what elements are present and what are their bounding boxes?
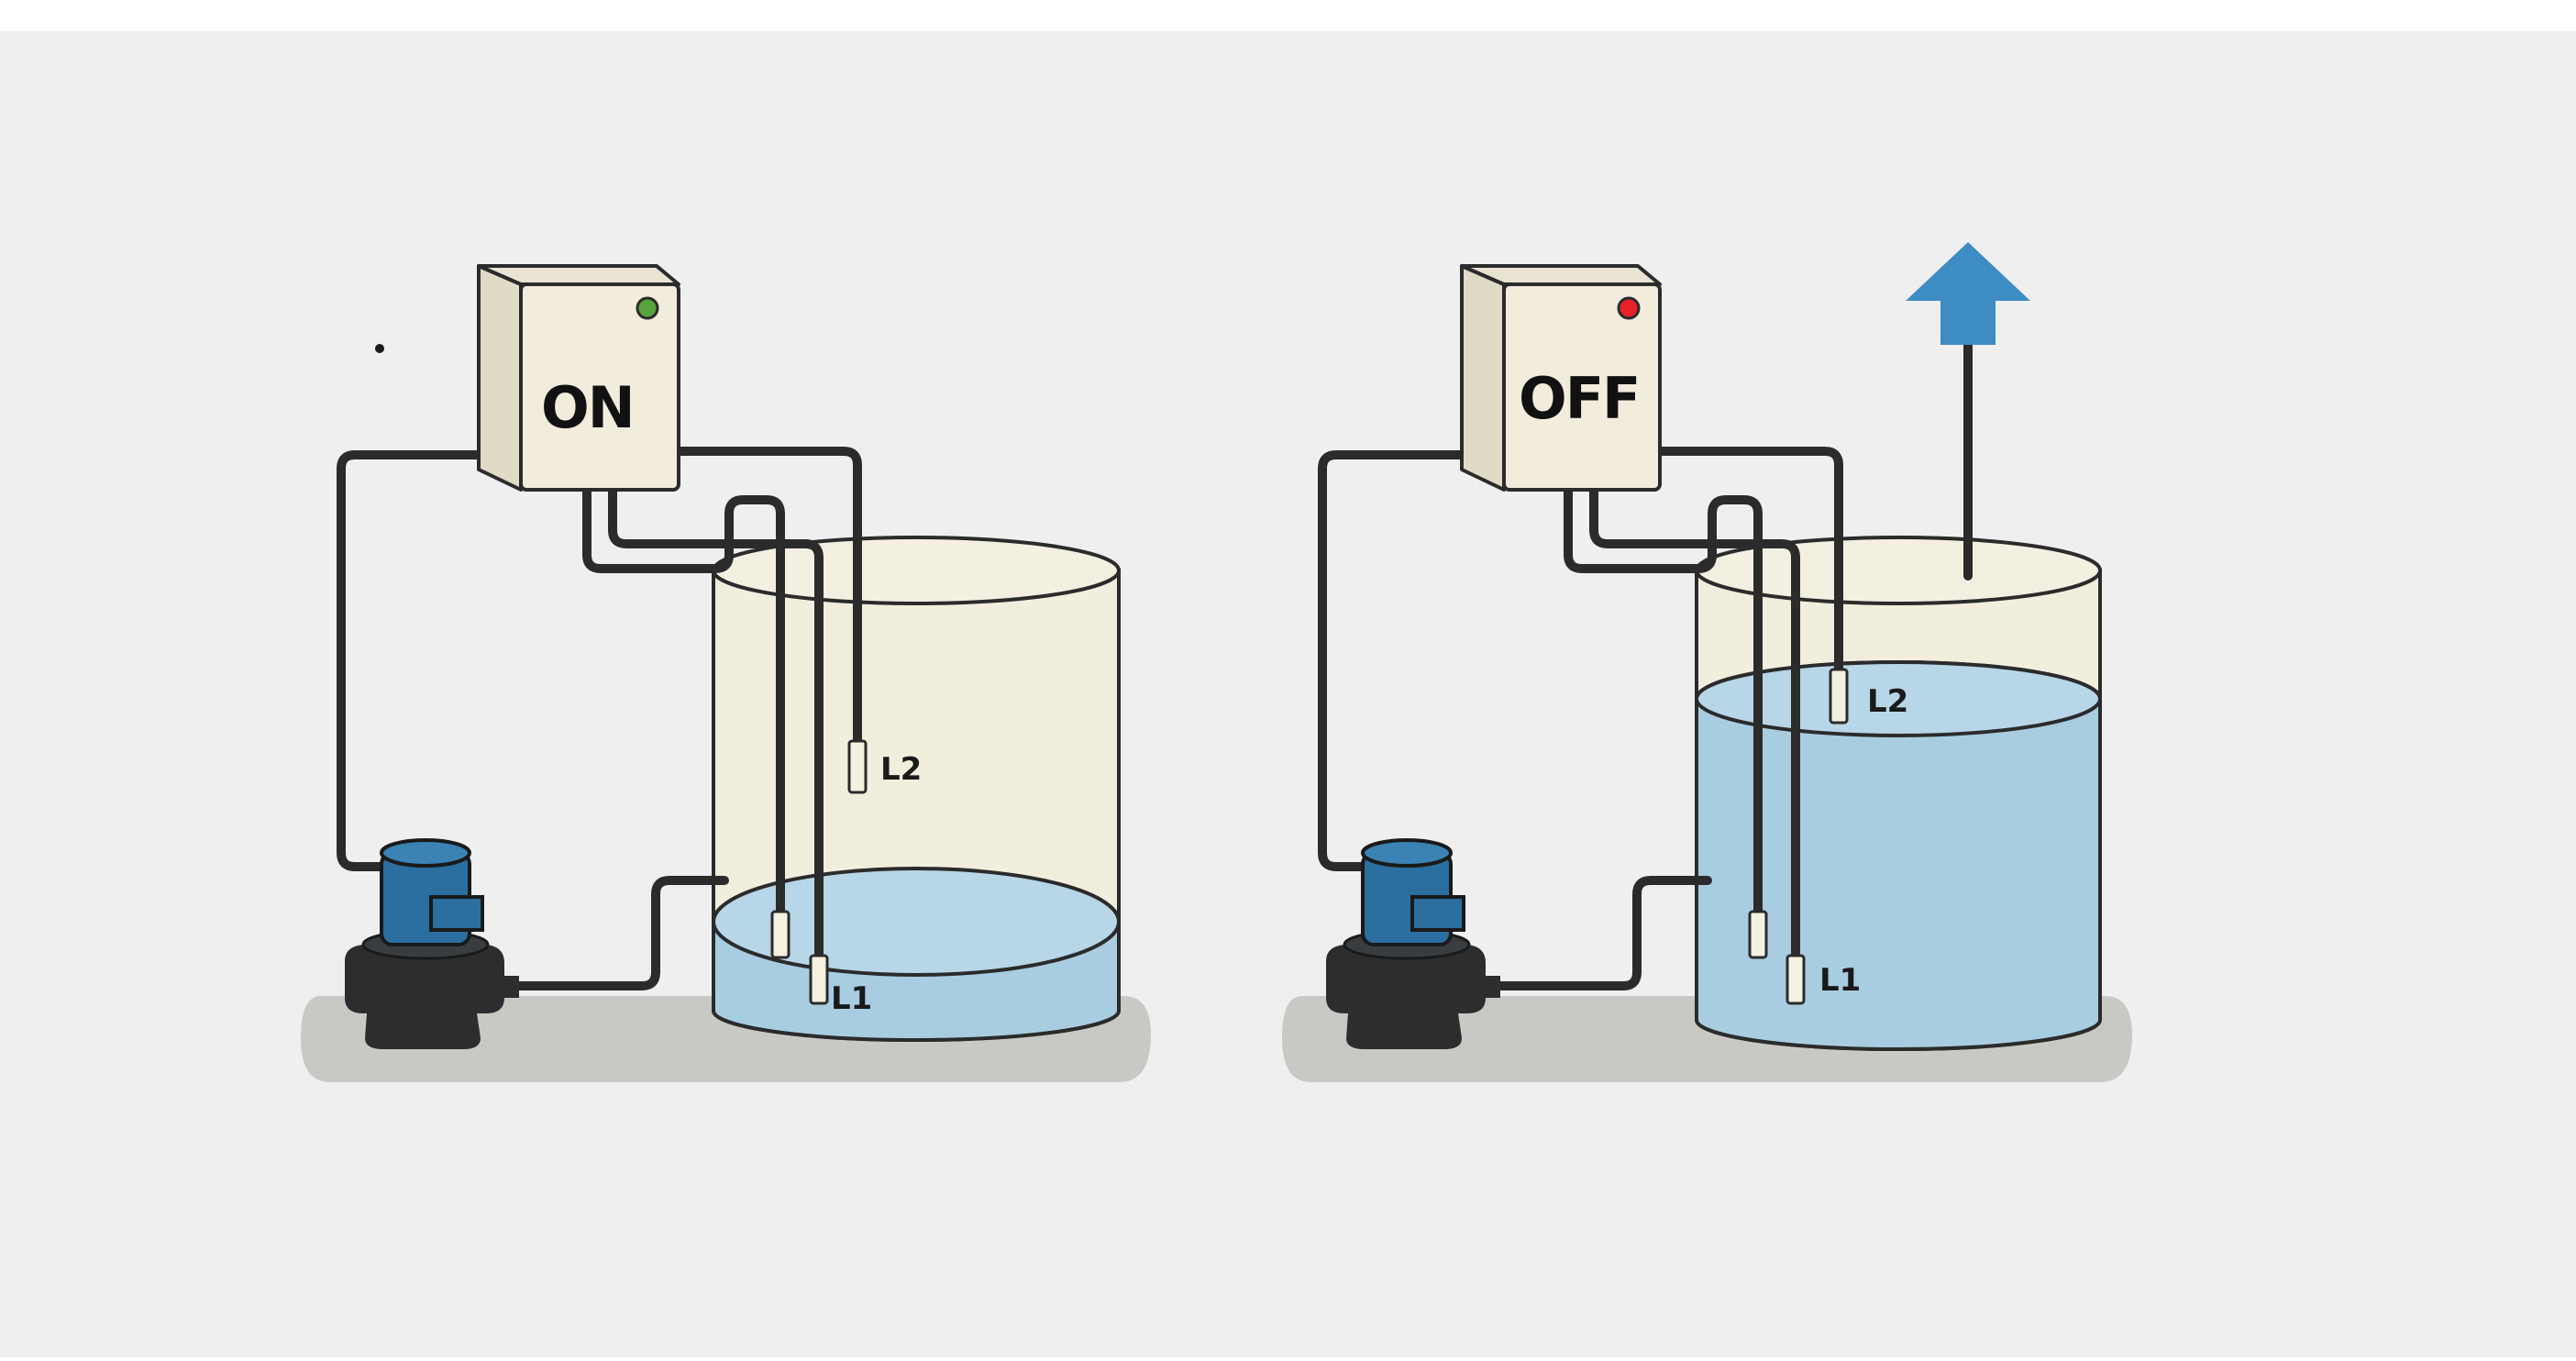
tank [712, 536, 1121, 1042]
cable-pump-outlet [1490, 876, 1712, 990]
arrow-head [1906, 242, 2030, 345]
pump-terminal-box [429, 895, 484, 932]
indicator-light [1617, 296, 1641, 320]
probe-bottom-label: L1 [1819, 962, 1861, 999]
stray-dot [375, 344, 384, 353]
controller-top [1460, 264, 1662, 286]
pump [345, 838, 519, 1049]
pump-outlet [503, 976, 519, 998]
controller-top [477, 264, 680, 286]
pump-motor-top [1361, 838, 1453, 868]
background-panel [0, 31, 2576, 1357]
pump-foot [365, 1013, 481, 1049]
pump-foot [1346, 1013, 1462, 1049]
pump-base [1326, 945, 1486, 1013]
controller-side [1460, 264, 1506, 492]
probe-l1 [1786, 954, 1806, 1005]
controller-front [1502, 282, 1662, 492]
cable-probe-l1 [608, 487, 824, 966]
probe-top-label: L2 [1867, 683, 1908, 720]
probe-l1b [1748, 910, 1768, 959]
cable-pump-outlet [509, 876, 729, 990]
indicator-light [636, 296, 659, 320]
cable-probe-l1b [582, 487, 785, 922]
cable-probe-l2 [1655, 447, 1843, 679]
cable-controller-to-pump [337, 450, 491, 871]
cable-probe-l1b [1564, 487, 1763, 922]
probe-l1b [770, 910, 790, 959]
pump-base [345, 945, 504, 1013]
panel-on: L2 L1 ON [301, 264, 1151, 1082]
pump-motor-top [380, 838, 471, 868]
probe-l1 [809, 954, 829, 1005]
panel-off: L2 L1 OFF [1282, 242, 2132, 1082]
up-arrow-icon [1906, 242, 2030, 581]
pump-terminal-box [1410, 895, 1465, 932]
cable-probe-l1 [1589, 487, 1800, 966]
controller-front [519, 282, 680, 492]
controller-side [477, 264, 523, 492]
probe-l2 [847, 739, 868, 794]
cables [1318, 447, 1843, 990]
probe-bottom-label: L1 [831, 980, 872, 1017]
pump [1326, 838, 1500, 1049]
cable-probe-l2 [674, 447, 862, 752]
controller-state-label: OFF [1519, 365, 1639, 432]
cables [337, 447, 862, 990]
pump-outlet [1484, 976, 1500, 998]
controller-box: ON [477, 264, 680, 492]
probe-l2 [1829, 668, 1849, 725]
cable-controller-to-pump [1318, 450, 1472, 871]
controller-box: OFF [1460, 264, 1662, 492]
controller-state-label: ON [541, 374, 634, 441]
probe-top-label: L2 [880, 751, 922, 788]
